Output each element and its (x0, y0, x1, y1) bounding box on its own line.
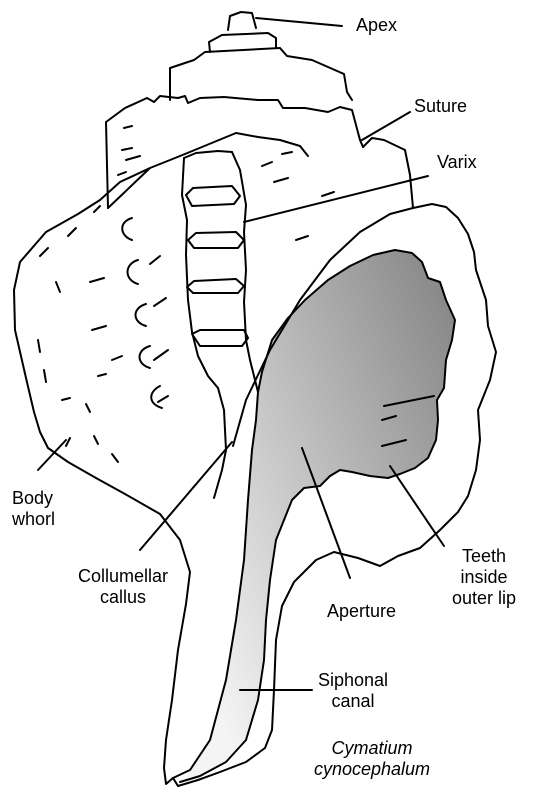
species-name: Cymatium cynocephalum (298, 738, 446, 780)
varix-column (182, 151, 258, 392)
spire-whorl-3 (170, 48, 352, 100)
label-callus-line1: Collumellar (60, 566, 186, 587)
spire (106, 12, 363, 208)
species-genus: Cymatium (298, 738, 446, 759)
callus-leader (140, 442, 232, 550)
apex-leader (256, 18, 342, 26)
teeth-leader (390, 466, 444, 546)
body-whorl-leader (38, 440, 66, 470)
label-body-whorl-line2: whorl (12, 509, 55, 530)
label-teeth: Teeth inside outer lip (434, 546, 534, 609)
label-apex: Apex (356, 15, 397, 36)
suture-curve (236, 133, 308, 156)
label-canal-line2: canal (300, 691, 406, 712)
varix-leader (244, 176, 428, 222)
body-whorl-outline (14, 133, 236, 784)
label-teeth-line3: outer lip (434, 588, 534, 609)
label-teeth-line2: inside (434, 567, 534, 588)
apex-whorl (228, 12, 256, 30)
species-epithet: cynocephalum (298, 759, 446, 780)
shoulder-outline (363, 138, 413, 208)
label-collumellar-callus: Collumellar callus (60, 566, 186, 608)
suture-leader (362, 112, 410, 140)
label-teeth-line1: Teeth (434, 546, 534, 567)
label-callus-line2: callus (60, 587, 186, 608)
label-aperture: Aperture (327, 601, 396, 622)
label-siphonal-canal: Siphonal canal (300, 670, 406, 712)
label-varix: Varix (437, 152, 477, 173)
spire-whorl-4-crown (106, 96, 363, 208)
label-suture: Suture (414, 96, 467, 117)
label-body-whorl: Body whorl (12, 488, 55, 530)
label-body-whorl-line1: Body (12, 488, 55, 509)
label-canal-line1: Siphonal (300, 670, 406, 691)
